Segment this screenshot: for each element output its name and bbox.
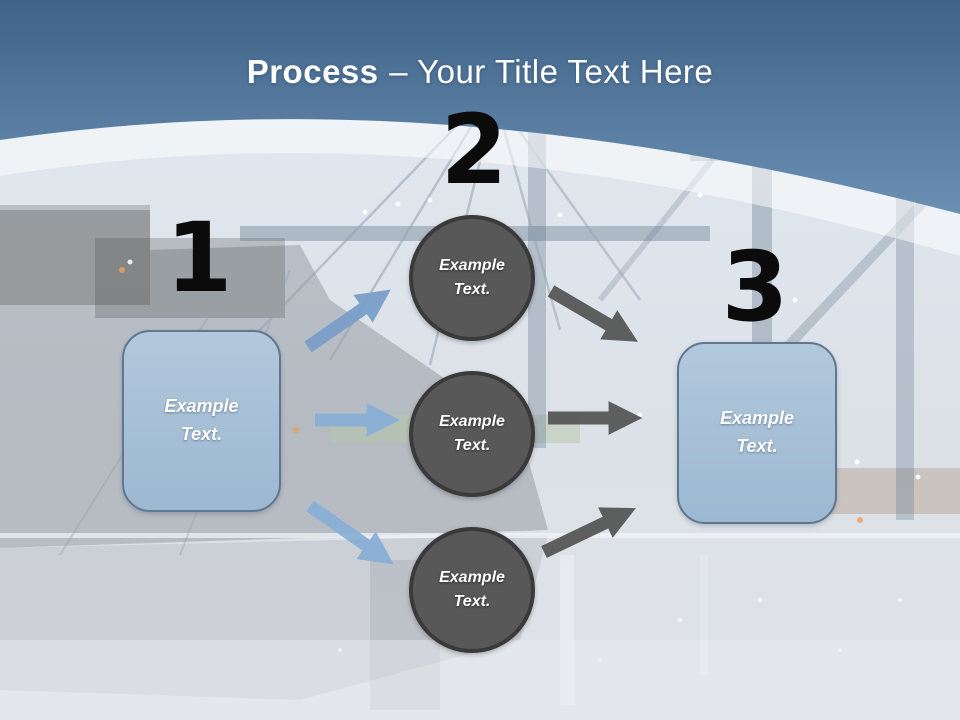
step-number-1: 1 [165,202,233,314]
label-line2: Text. [453,281,491,298]
label-line1: Example [439,569,505,586]
label-line2: Text. [453,593,491,610]
label-line2: Text. [736,436,778,456]
process-circle-2-label: Example Text. [439,410,505,458]
process-circle-2: Example Text. [409,371,535,497]
label-line1: Example [164,396,239,417]
step-number-3: 3 [721,231,789,343]
step-number-2: 2 [440,94,508,206]
label-line1: Example [439,257,505,274]
label-line2: Text. [453,437,491,454]
process-box-right: Example Text. [677,342,837,524]
title-emphasis: Process [246,53,379,90]
process-box-right-label: Example Text. [720,405,794,461]
label-line1: Example [719,408,795,429]
arrow-left-to-circle-3 [306,500,394,565]
process-box-left-label: Example Text. [164,393,238,449]
arrow-circle-1-to-right [547,285,638,342]
process-circle-1: Example Text. [409,215,535,341]
process-circle-1-label: Example Text. [439,254,505,302]
label-line1: Example [439,413,505,430]
arrow-circle-3-to-right [541,507,636,558]
slide-title: Process – Your Title Text Here [0,53,960,91]
arrow-left-to-circle-1 [304,289,391,353]
title-text: – Your Title Text Here [389,53,714,90]
label-line2: Text. [180,424,223,444]
process-box-left: Example Text. [122,330,281,512]
process-circle-3-label: Example Text. [439,566,505,614]
process-circle-3: Example Text. [409,527,535,653]
